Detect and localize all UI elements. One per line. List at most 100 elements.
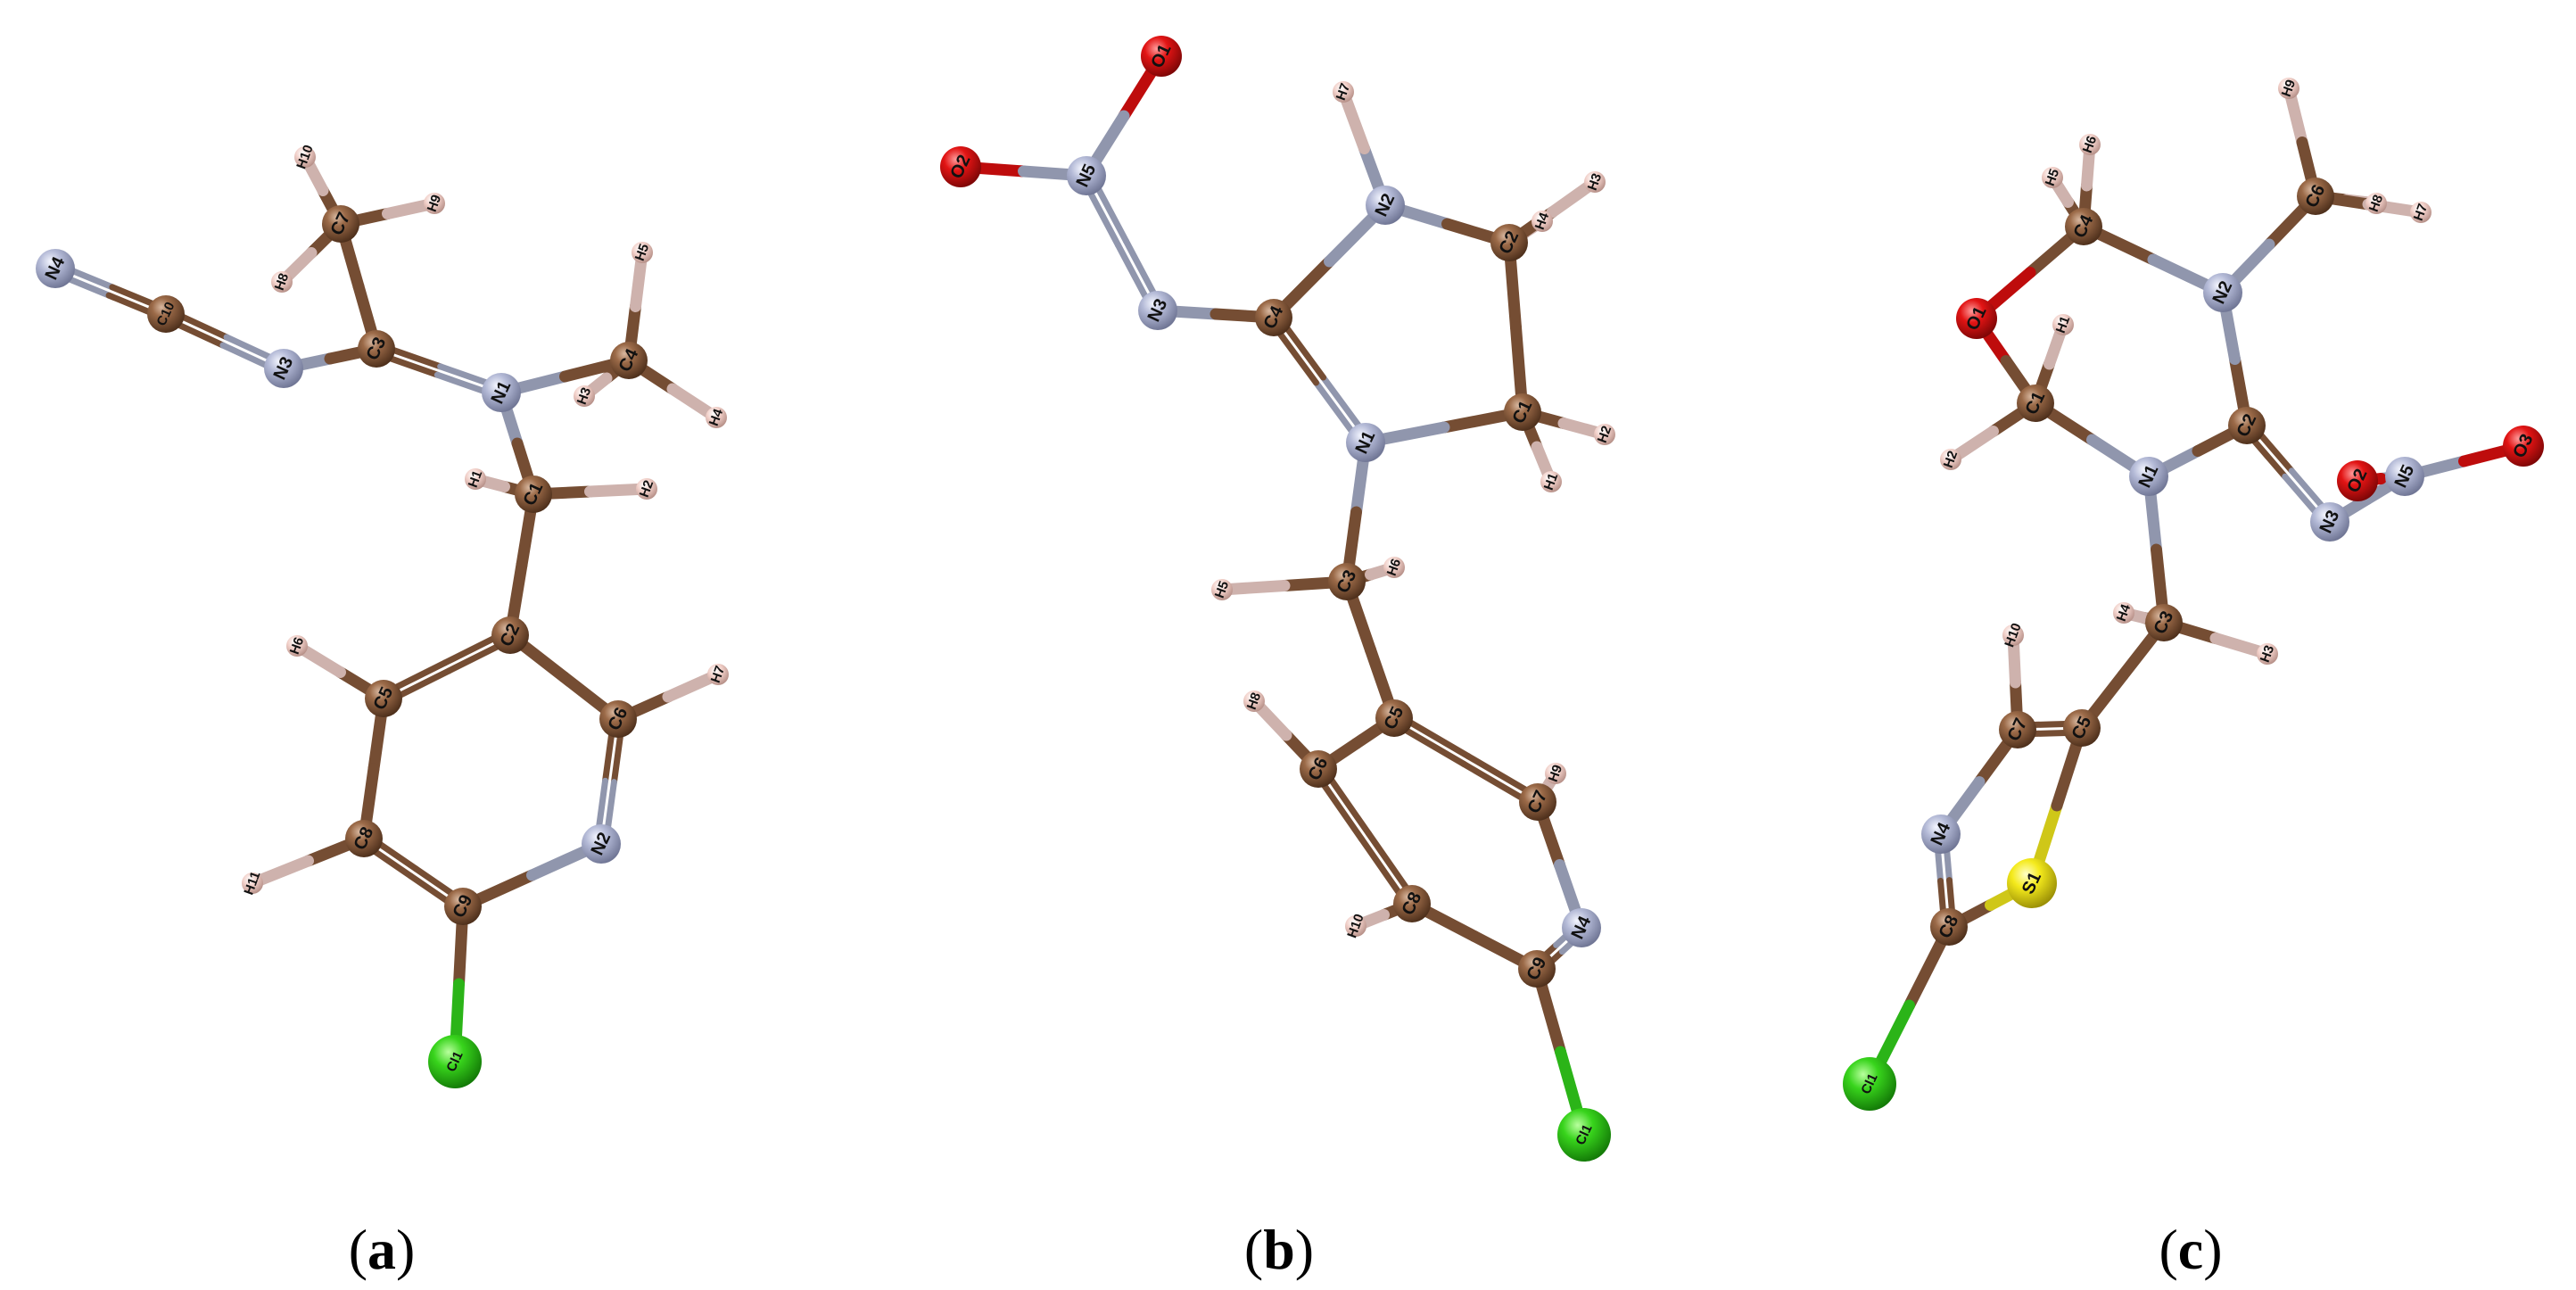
atom-label: H2 (1941, 449, 1961, 470)
atom-sphere-C (147, 295, 185, 333)
atom-sphere-N (1366, 186, 1405, 225)
atom-sphere-H (2410, 202, 2432, 223)
atom-sphere-C (1393, 885, 1431, 922)
atom-sphere-C (1375, 699, 1413, 737)
bond-layer-a (50, 151, 724, 1068)
atom-sphere-H (1243, 690, 1265, 712)
atom-sphere-N (582, 824, 621, 864)
atom-H5: H5 (2042, 167, 2063, 188)
atom-sphere-O (2503, 426, 2544, 467)
atom-sphere-N (1067, 156, 1106, 195)
atom-sphere-C (1490, 224, 1528, 261)
atom-sphere-H (636, 478, 657, 500)
atom-O2: O2 (2337, 460, 2378, 501)
atom-sphere-N (1138, 291, 1177, 330)
atom-H5: H5 (1211, 579, 1233, 600)
panel-label-a-letter: a (367, 1218, 396, 1281)
atom-sphere-H (1532, 211, 1553, 232)
atom-C6: C6 (1300, 750, 1337, 788)
atom-sphere-C (2145, 604, 2183, 641)
atom-N3: N3 (2310, 502, 2349, 542)
atom-sphere-H (1584, 171, 1606, 193)
atom-sphere-N (2310, 502, 2349, 542)
atom-C1: C1 (1504, 393, 1541, 431)
atom-sphere-N (36, 249, 75, 288)
atom-N3: N3 (1138, 291, 1177, 330)
atom-sphere-C (2017, 385, 2054, 422)
atom-sphere-H (271, 271, 293, 293)
atom-C4: C4 (610, 342, 648, 379)
atom-label: H9 (425, 193, 445, 214)
atom-H8: H8 (1243, 690, 1265, 712)
atom-H9: H9 (2278, 78, 2299, 99)
atom-N1: N1 (2129, 457, 2168, 496)
atom-sphere-C (1255, 299, 1292, 336)
atom-C8: C8 (1393, 885, 1431, 922)
atom-sphere-C (1328, 563, 1366, 600)
atom-N2: N2 (2203, 273, 2242, 312)
atom-C2: C2 (1490, 224, 1528, 261)
panel-label-b: (b) (1244, 1218, 1314, 1281)
atom-sphere-H (294, 146, 316, 168)
atom-H6: H6 (1383, 557, 1405, 578)
atom-sphere-N (1346, 423, 1385, 462)
atom-sphere-N (2203, 273, 2242, 312)
atom-label: H11 (241, 870, 263, 897)
atom-C1: C1 (515, 475, 552, 513)
atom-label: H5 (1212, 579, 1233, 600)
atom-C7: C7 (1999, 711, 2036, 748)
atom-N4: N4 (1921, 815, 1961, 854)
atom-C7: C7 (1519, 783, 1556, 821)
atom-sphere-H (574, 385, 595, 407)
atom-Cl1: Cl1 (1557, 1108, 1611, 1162)
atom-sphere-H (2278, 78, 2299, 99)
atom-C5: C5 (2063, 709, 2101, 747)
atom-sphere-C (444, 888, 482, 925)
atom-sphere-C (1999, 711, 2036, 748)
atom-C8: C8 (345, 820, 383, 857)
atom-H7: H7 (707, 664, 729, 685)
atom-H1: H1 (1540, 471, 1562, 492)
atom-sphere-N (482, 373, 521, 412)
atom-H2: H2 (1594, 424, 1615, 445)
atom-H7: H7 (2410, 202, 2432, 223)
atom-label: H2 (1595, 424, 1615, 445)
atom-N1: N1 (482, 373, 521, 412)
atom-label: H8 (2366, 193, 2387, 214)
atom-sphere-C (1519, 783, 1556, 821)
atom-H3: H3 (1584, 171, 1606, 193)
atom-label: H10 (1344, 912, 1366, 940)
atom-H2: H2 (1940, 449, 1961, 470)
atom-H3: H3 (2257, 643, 2278, 665)
atom-label: H1 (466, 468, 486, 490)
bond-layer-c (1863, 82, 2530, 1090)
panel-label-c-letter: c (2178, 1218, 2203, 1281)
atom-H10: H10 (1344, 912, 1366, 940)
atom-label: H4 (1532, 210, 1553, 231)
atom-C2: C2 (2228, 407, 2266, 444)
atom-sphere-Cl (1557, 1108, 1611, 1162)
atom-N4: N4 (36, 249, 75, 288)
atom-label: H4 (706, 406, 727, 427)
atom-H8: H8 (271, 271, 293, 293)
atom-sphere-N (1921, 815, 1961, 854)
atom-N4: N4 (1562, 908, 1601, 947)
atom-label: H4 (2114, 601, 2134, 623)
atom-label: H1 (1541, 471, 1562, 492)
atom-sphere-H (1940, 449, 1961, 470)
atom-C3: C3 (358, 330, 395, 368)
atom-label: H6 (1384, 557, 1405, 578)
atom-C5: C5 (1375, 699, 1413, 737)
atom-sphere-H (2002, 624, 2024, 646)
atom-label: H1 (2053, 314, 2074, 335)
atom-sphere-H (2365, 193, 2387, 214)
atom-H11: H11 (241, 870, 263, 897)
atom-sphere-H (2079, 134, 2101, 155)
atom-C10: C10 (147, 295, 185, 333)
atom-N3: N3 (264, 349, 303, 388)
atom-label: H7 (1333, 81, 1354, 103)
atom-sphere-H (2042, 167, 2063, 188)
atom-sphere-H (706, 407, 727, 428)
